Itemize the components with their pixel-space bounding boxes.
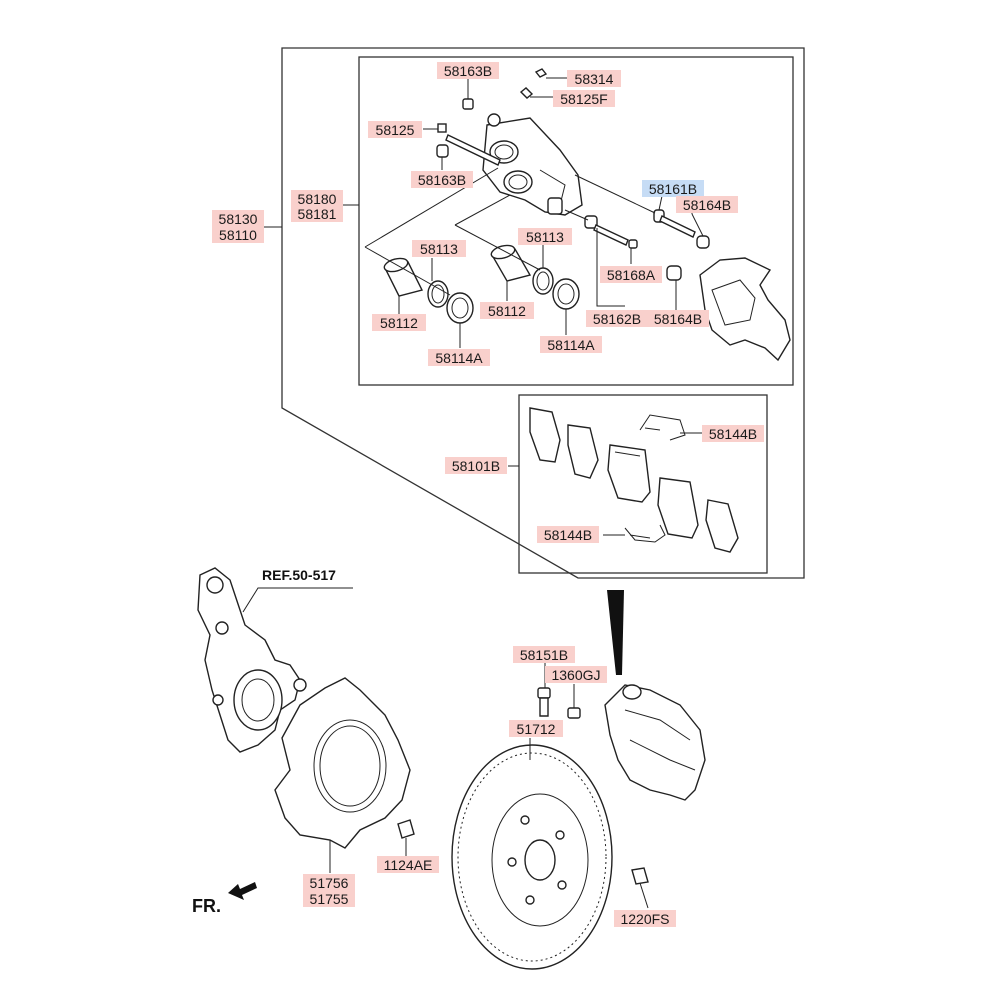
washer bbox=[567, 707, 581, 719]
guide-bolt bbox=[437, 123, 501, 166]
part-label-1124AE[interactable]: 1124AE bbox=[377, 856, 439, 873]
svg-text:REF.50-517: REF.50-517 bbox=[262, 567, 336, 583]
dust-shield bbox=[274, 677, 411, 849]
svg-text:58314: 58314 bbox=[575, 71, 614, 87]
caliper-housing bbox=[482, 113, 583, 216]
svg-text:1124AE: 1124AE bbox=[384, 857, 433, 873]
forward-label: FR. bbox=[192, 896, 221, 916]
part-label-58161B[interactable]: 58161B bbox=[642, 180, 704, 197]
part-label-58144B-upper[interactable]: 58144B bbox=[702, 425, 764, 442]
svg-text:58151B: 58151B bbox=[520, 647, 568, 663]
part-label-58162B[interactable]: 58162B bbox=[586, 310, 648, 327]
piston-right bbox=[490, 244, 532, 282]
svg-text:58113: 58113 bbox=[420, 241, 458, 257]
svg-text:58125: 58125 bbox=[376, 122, 415, 138]
brake-pad-inner bbox=[657, 477, 699, 539]
caliper-bolt bbox=[537, 687, 551, 717]
part-label-58164B-bottom[interactable]: 58164B bbox=[647, 310, 709, 327]
connector-stroke bbox=[607, 590, 624, 675]
caliper-assembly bbox=[604, 684, 706, 801]
bleeder-bolt bbox=[519, 87, 534, 99]
bleeder-screw bbox=[462, 78, 474, 110]
part-label-51756-51755[interactable]: 51756 51755 bbox=[303, 874, 355, 907]
svg-text:58112: 58112 bbox=[488, 303, 526, 319]
svg-text:58125F: 58125F bbox=[560, 91, 607, 107]
caliper-bracket bbox=[699, 257, 791, 362]
forward-arrow bbox=[228, 882, 257, 900]
part-label-58163B-top[interactable]: 58163B bbox=[437, 62, 499, 79]
part-label-58114A-left[interactable]: 58114A bbox=[428, 349, 490, 366]
part-label-58125[interactable]: 58125 bbox=[368, 121, 422, 138]
svg-text:58113: 58113 bbox=[526, 229, 564, 245]
brake-disc bbox=[451, 744, 613, 970]
part-label-58164B-top[interactable]: 58164B bbox=[676, 196, 738, 213]
svg-text:58144B: 58144B bbox=[544, 527, 592, 543]
svg-text:58130: 58130 bbox=[219, 211, 258, 227]
caliper-parts-box bbox=[358, 56, 794, 386]
bleeder-cap bbox=[534, 68, 548, 78]
shield-bolt bbox=[397, 819, 415, 839]
part-label-58180-58181[interactable]: 58180 58181 bbox=[291, 190, 343, 222]
anti-squeal-shim-outer bbox=[529, 407, 561, 463]
part-label-58163B-mid[interactable]: 58163B bbox=[411, 171, 473, 188]
pad-parts-box bbox=[518, 394, 768, 574]
guide-pin-upper bbox=[653, 209, 710, 249]
svg-text:58164B: 58164B bbox=[683, 197, 731, 213]
piston-seal-right bbox=[532, 267, 554, 295]
svg-text:58180: 58180 bbox=[298, 191, 337, 207]
svg-text:58101B: 58101B bbox=[452, 458, 500, 474]
part-label-58112-left[interactable]: 58112 bbox=[372, 314, 426, 331]
part-label-58112-right[interactable]: 58112 bbox=[480, 302, 534, 319]
leader-lines bbox=[242, 77, 704, 873]
part-label-1360GJ[interactable]: 1360GJ bbox=[545, 666, 607, 683]
disc-screw bbox=[631, 867, 649, 909]
anti-squeal-shim-inner bbox=[567, 424, 599, 479]
guide-pin-lower bbox=[584, 215, 682, 281]
part-label-58144B-lower[interactable]: 58144B bbox=[537, 526, 599, 543]
svg-text:51756: 51756 bbox=[310, 875, 349, 891]
part-label-58114A-right[interactable]: 58114A bbox=[540, 336, 602, 353]
svg-text:58168A: 58168A bbox=[607, 267, 656, 283]
svg-text:51712: 51712 bbox=[517, 721, 556, 737]
part-label-58125F[interactable]: 58125F bbox=[553, 90, 615, 107]
part-label-58130-58110[interactable]: 58130 58110 bbox=[212, 210, 264, 243]
reference-label[interactable]: REF.50-517 bbox=[262, 567, 336, 583]
piston-boot-left bbox=[446, 292, 474, 324]
anti-squeal-shim-rear bbox=[705, 499, 739, 553]
svg-text:58144B: 58144B bbox=[709, 426, 757, 442]
svg-text:58112: 58112 bbox=[380, 315, 418, 331]
svg-text:58114A: 58114A bbox=[435, 350, 483, 366]
part-label-58168A[interactable]: 58168A bbox=[600, 266, 662, 283]
svg-text:58162B: 58162B bbox=[593, 311, 641, 327]
brake-pad-outer bbox=[607, 444, 651, 503]
pad-clip-lower bbox=[624, 524, 666, 543]
svg-text:1360GJ: 1360GJ bbox=[551, 667, 600, 683]
svg-text:58163B: 58163B bbox=[418, 172, 466, 188]
piston-boot-right bbox=[552, 278, 580, 310]
part-label-58314[interactable]: 58314 bbox=[567, 70, 621, 87]
bolt-cap bbox=[436, 144, 449, 158]
part-label-58113-right[interactable]: 58113 bbox=[518, 228, 572, 245]
part-label-58113-left[interactable]: 58113 bbox=[412, 240, 466, 257]
part-label-1220FS[interactable]: 1220FS bbox=[614, 910, 676, 927]
svg-text:1220FS: 1220FS bbox=[620, 911, 669, 927]
pad-clip-upper bbox=[639, 414, 686, 441]
svg-text:58114A: 58114A bbox=[547, 337, 595, 353]
svg-text:58161B: 58161B bbox=[649, 181, 697, 197]
part-label-58101B[interactable]: 58101B bbox=[445, 457, 507, 474]
part-label-58151B[interactable]: 58151B bbox=[513, 646, 575, 663]
svg-text:58181: 58181 bbox=[298, 206, 337, 222]
caliper-group-frame bbox=[281, 47, 805, 579]
piston-seal-left bbox=[427, 280, 449, 308]
svg-text:58164B: 58164B bbox=[654, 311, 702, 327]
svg-text:51755: 51755 bbox=[310, 891, 349, 907]
svg-text:58110: 58110 bbox=[219, 227, 257, 243]
part-label-51712[interactable]: 51712 bbox=[509, 720, 563, 737]
svg-text:58163B: 58163B bbox=[444, 63, 492, 79]
steering-knuckle bbox=[197, 567, 307, 753]
svg-text:FR.: FR. bbox=[192, 896, 221, 916]
